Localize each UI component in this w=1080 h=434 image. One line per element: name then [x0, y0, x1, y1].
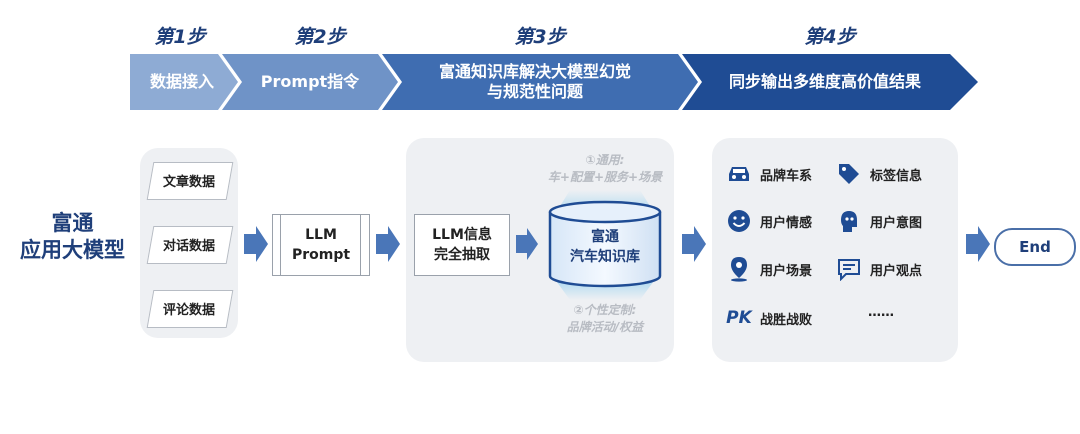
output-item-tag-info: 标签信息	[836, 161, 922, 187]
location-pin-icon	[726, 256, 752, 282]
output-item-brand-series: 品牌车系	[726, 161, 812, 187]
step-1-chevron	[130, 54, 238, 110]
left-title: 富通 应用大模型	[10, 210, 135, 265]
pk-icon: PK	[726, 308, 752, 328]
output-item-win-loss: PK 战胜战败	[726, 305, 812, 331]
data-source-3: 评论数据	[162, 302, 215, 318]
note-custom: ②个性定制: 品牌活动/权益	[520, 302, 690, 337]
output-item-user-opinion: 用户观点	[836, 256, 922, 282]
data-source-2: 对话数据	[162, 238, 215, 254]
output-label-5: 用户场景	[760, 263, 813, 279]
step-2-label: 第2步	[294, 26, 346, 48]
step-2-title: Prompt指令	[260, 72, 360, 91]
extract-box: LLM信息 完全抽取	[414, 214, 510, 276]
output-label-7: 战胜战败	[760, 312, 813, 328]
step-3-chevron	[382, 54, 698, 110]
prompt-box-left-rule	[280, 214, 281, 276]
output-item-user-intent: 用户意图	[836, 208, 922, 234]
extract-box-line1: LLM信息	[432, 226, 492, 243]
smile-icon	[726, 208, 752, 234]
prompt-box-line2: Prompt	[291, 247, 351, 263]
prompt-box-right-rule	[360, 214, 361, 276]
step-4-label: 第4步	[804, 26, 856, 48]
prompt-box: LLM Prompt	[272, 214, 370, 276]
output-label-4: 用户意图	[870, 215, 923, 231]
note-custom-line1: ②个性定制:	[573, 303, 637, 317]
output-label-6: 用户观点	[870, 263, 923, 279]
output-label-3: 用户情感	[760, 215, 813, 231]
step-banner	[130, 54, 978, 110]
step-1-title: 数据接入	[149, 72, 214, 91]
prompt-box-line1: LLM	[305, 226, 337, 243]
data-source-1: 文章数据	[162, 174, 215, 190]
knowledge-base-label: 富通 汽车知识库	[550, 228, 660, 267]
tag-icon	[836, 161, 862, 187]
output-panel	[712, 138, 958, 362]
output-label-1: 品牌车系	[760, 168, 813, 184]
left-title-line2: 应用大模型	[20, 238, 125, 263]
extract-box-line2: 完全抽取	[434, 247, 490, 263]
chat-icon	[836, 256, 862, 282]
note-general-line2: 车+配置+服务+场景	[547, 170, 663, 185]
output-label-2: 标签信息	[870, 168, 923, 184]
output-item-more: ……	[868, 305, 894, 320]
car-icon	[726, 161, 752, 187]
step-4-chevron	[682, 54, 978, 110]
step-1-label: 第1步	[154, 26, 206, 48]
output-label-8: ……	[868, 305, 894, 320]
step-3-title-line1: 富通知识库解决大模型幻觉	[438, 62, 631, 81]
knowledge-base-cylinder	[548, 190, 662, 300]
step-2-chevron	[222, 54, 398, 110]
flow-arrow-2	[376, 226, 400, 262]
note-general: ①通用: 车+配置+服务+场景	[520, 152, 690, 187]
left-title-line1: 富通	[51, 211, 94, 235]
step-3-title-line2: 与规范性问题	[486, 82, 583, 101]
flow-arrow-4	[966, 226, 990, 262]
note-custom-line2: 品牌活动/权益	[566, 320, 644, 335]
step-3-label: 第3步	[514, 26, 566, 48]
output-item-user-scenario: 用户场景	[726, 256, 812, 282]
flow-arrow-1	[244, 226, 268, 262]
head-icon	[836, 208, 862, 234]
step-3-title: 富通知识库解决大模型幻觉 与规范性问题	[400, 54, 670, 110]
step-4-title: 同步输出多维度高价值结果	[728, 72, 921, 91]
flow-arrow-3	[682, 226, 706, 262]
end-node: End	[994, 228, 1076, 266]
output-item-user-emotion: 用户情感	[726, 208, 812, 234]
knowledge-base-line2: 汽车知识库	[570, 248, 640, 265]
flow-arrow-inner	[516, 228, 538, 260]
knowledge-base-line1: 富通	[591, 229, 619, 245]
note-general-line1: ①通用:	[585, 153, 625, 167]
